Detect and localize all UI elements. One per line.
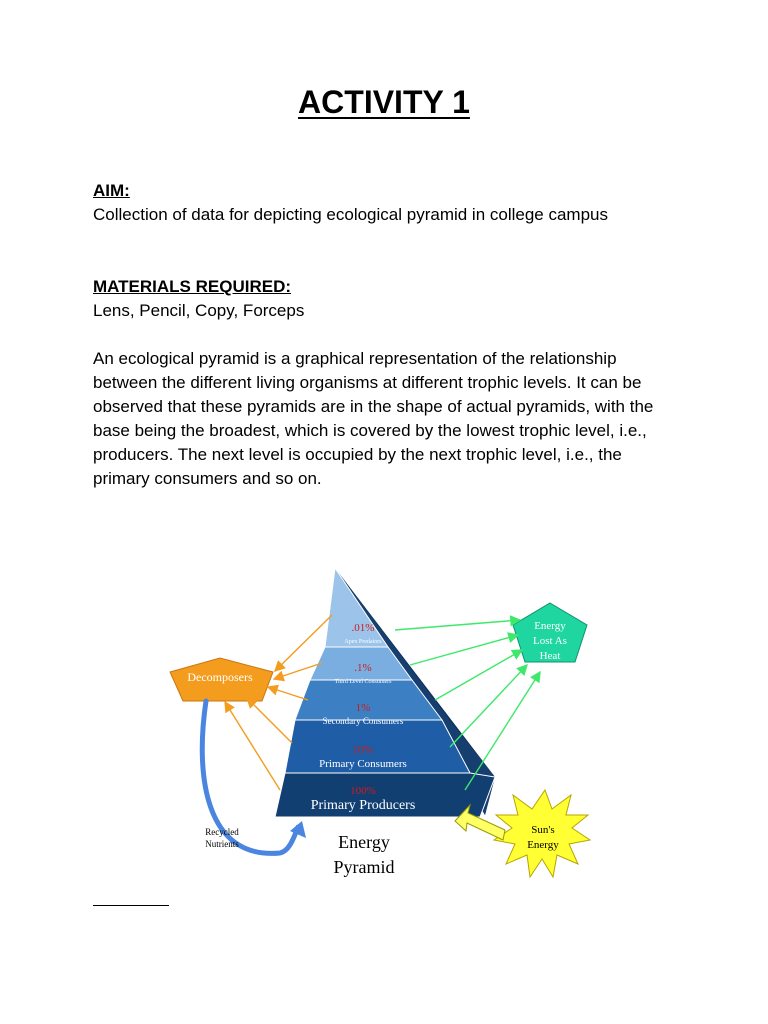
recycled-label: Recycled: [205, 827, 239, 837]
energy-lost-label: Heat: [540, 650, 561, 662]
level-percent: 1%: [356, 702, 371, 714]
recycle-arrowhead: [290, 821, 306, 838]
figure-caption: Energy: [338, 832, 390, 852]
aim-text: Collection of data for depicting ecologi…: [93, 205, 609, 224]
aim-heading: AIM:: [93, 181, 130, 200]
heat-loss-arrows: [394, 615, 541, 791]
level-label: Primary Producers: [311, 798, 416, 813]
sun-label: Sun's: [531, 824, 554, 836]
footnote-rule: [93, 905, 169, 906]
energy-lost-label: Lost As: [533, 635, 567, 647]
level-label: Secondary Consumers: [323, 716, 404, 726]
energy-pyramid-figure: .01% Apex Predators .1% Third Level Cons…: [169, 566, 592, 879]
level-percent: 10%: [353, 744, 373, 756]
materials-text: Lens, Pencil, Copy, Forceps: [93, 301, 305, 320]
page-title: ACTIVITY 1: [298, 84, 470, 120]
energy-lost-label: Energy: [534, 620, 566, 632]
level-label: Apex Predators: [344, 639, 382, 645]
decomposers-label: Decomposers: [187, 670, 253, 684]
sun-energy-arrow: [454, 803, 506, 841]
level-percent: 100%: [350, 785, 376, 797]
pyramid-level-producers: [274, 772, 496, 818]
level-label: Third Level Consumers: [335, 679, 393, 685]
level-percent: .1%: [354, 662, 371, 674]
recycled-label: Nutrients: [205, 839, 239, 849]
sun-icon: [492, 788, 592, 879]
figure-caption: Pyramid: [334, 857, 395, 877]
pyramid-level-apex: [324, 566, 389, 648]
sun-label: Energy: [527, 839, 559, 851]
level-percent: .01%: [352, 622, 375, 634]
recycle-arrow: [199, 698, 301, 856]
description-paragraph: An ecological pyramid is a graphical rep…: [93, 349, 654, 488]
level-label: Primary Consumers: [319, 758, 407, 770]
materials-heading: MATERIALS REQUIRED:: [93, 277, 292, 296]
decomposition-arrows: [224, 614, 333, 791]
